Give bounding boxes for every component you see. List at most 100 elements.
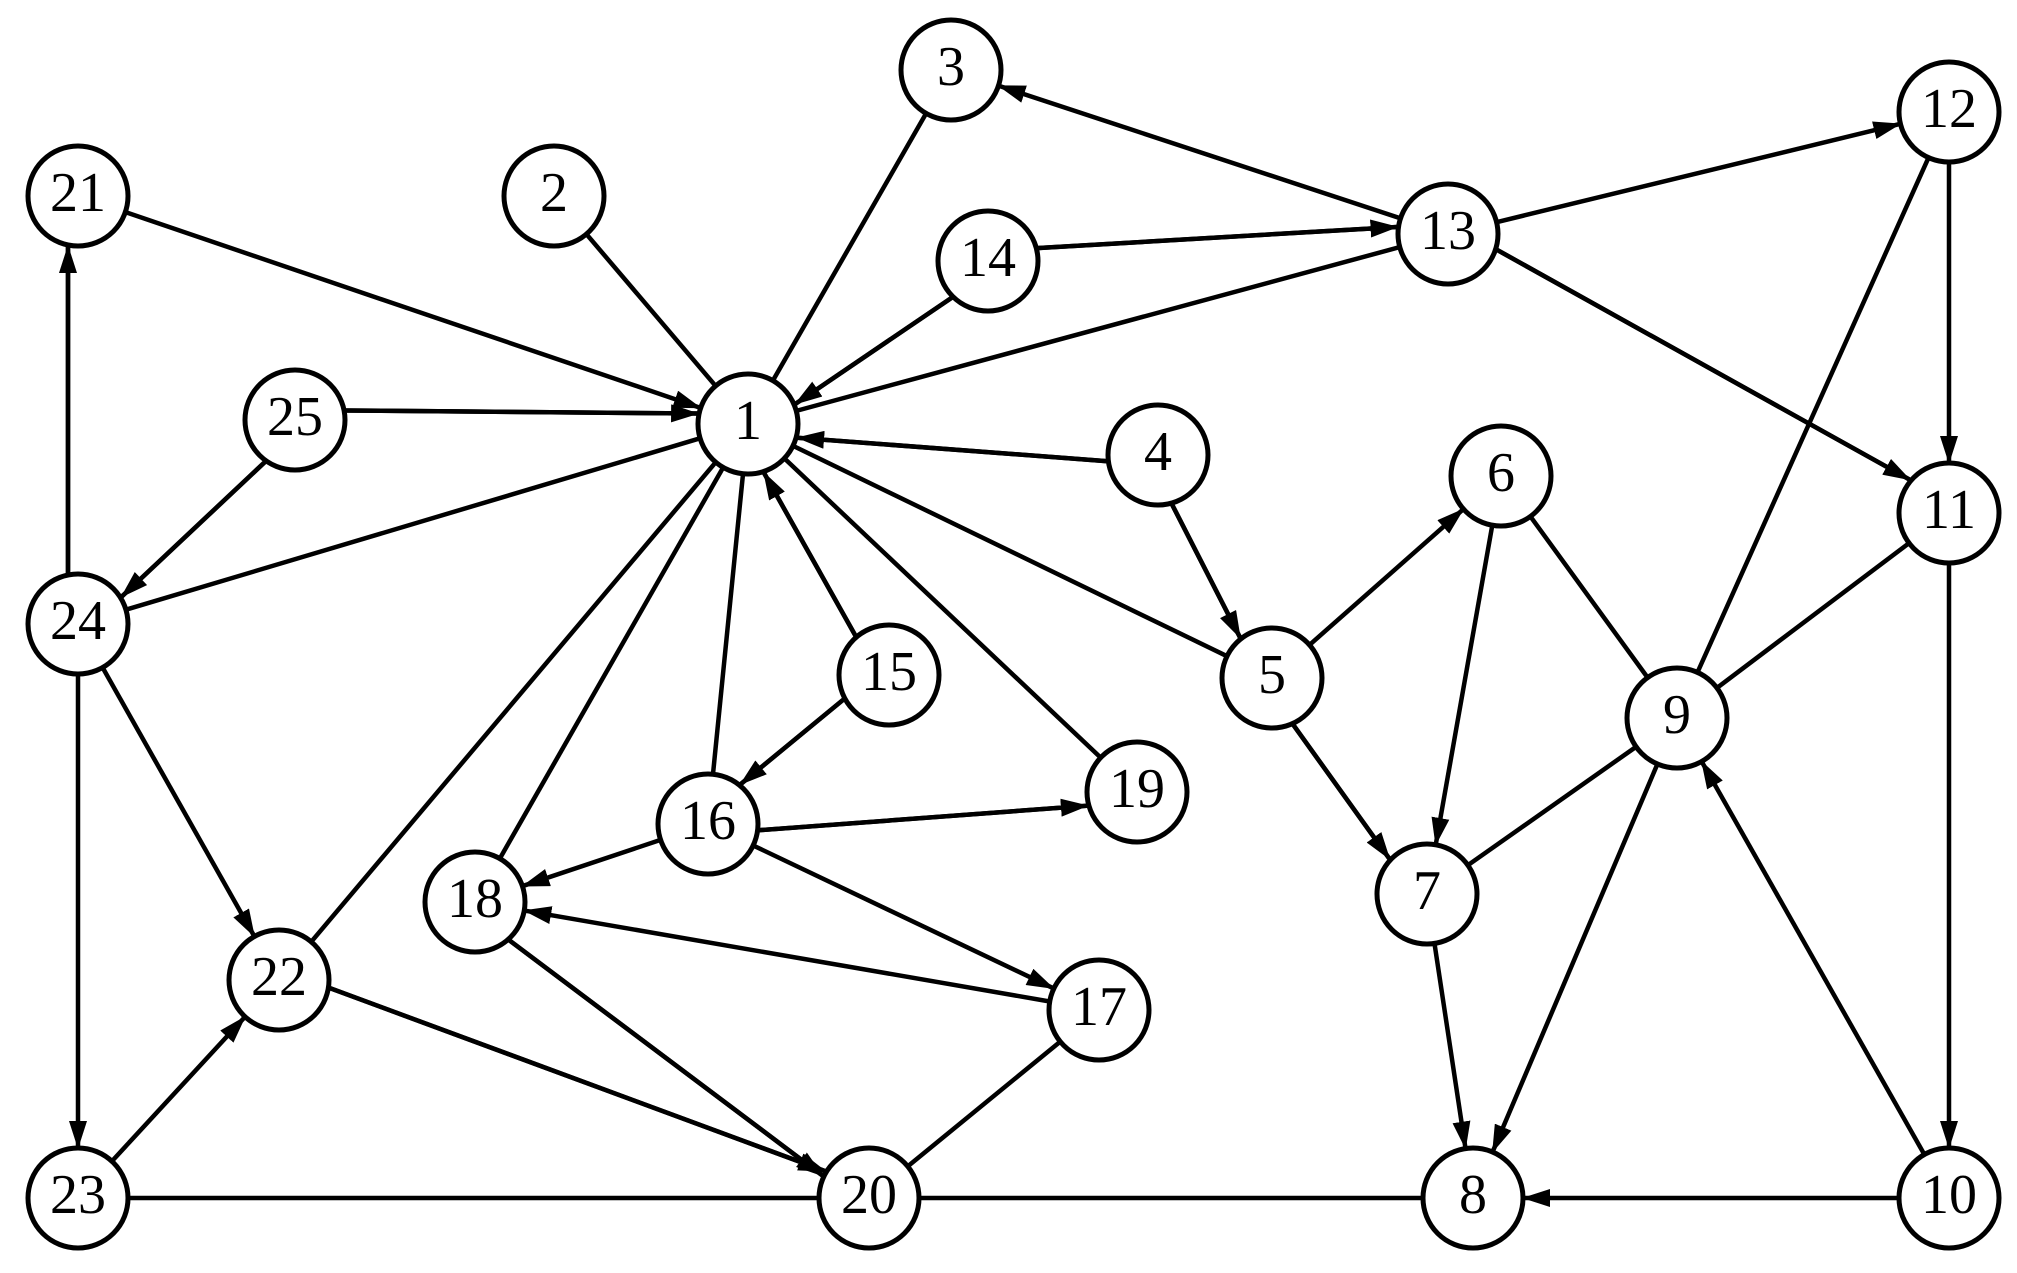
- edge-1-25: [346, 408, 699, 416]
- edge-23-22: [110, 1015, 247, 1163]
- node-label: 4: [1144, 421, 1172, 483]
- edge-5-4: [1170, 503, 1243, 640]
- node-circle: [1624, 665, 1730, 771]
- node-15: 15: [836, 622, 942, 728]
- edge-13-3: [997, 83, 1402, 221]
- edge-16-1: [710, 474, 746, 775]
- edge-1-14: [793, 296, 953, 407]
- node-20: 20: [816, 1145, 922, 1251]
- edge-13-14: [1038, 224, 1398, 251]
- edge-6-9: [1528, 515, 1649, 679]
- node-label: 15: [861, 641, 917, 703]
- edge-7-8: [1432, 943, 1471, 1150]
- node-17: 17: [1046, 957, 1152, 1063]
- node-label: 8: [1459, 1164, 1487, 1226]
- node-circle: [25, 571, 131, 677]
- node-circle: [1896, 460, 2002, 566]
- node-7: 7: [1374, 841, 1480, 947]
- node-19: 19: [1084, 739, 1190, 845]
- edge-19-16: [759, 803, 1089, 833]
- node-label: 20: [841, 1164, 897, 1226]
- node-circle: [422, 849, 528, 955]
- node-13: 13: [1395, 181, 1501, 287]
- edge-13-1: [796, 244, 1401, 413]
- node-circle: [695, 371, 801, 477]
- node-label: 22: [251, 946, 307, 1008]
- edge-6-7: [1431, 524, 1495, 846]
- edge-5-6: [1308, 508, 1465, 647]
- node-12: 12: [1896, 59, 2002, 165]
- node-circle: [1084, 739, 1190, 845]
- node-label: 24: [50, 590, 106, 652]
- node-label: 11: [1922, 479, 1976, 541]
- node-16: 16: [655, 771, 761, 877]
- edge-24-1: [125, 436, 700, 612]
- node-4: 4: [1105, 402, 1211, 508]
- node-circle: [226, 927, 332, 1033]
- edge-7-9: [1466, 745, 1637, 868]
- edge-9-12: [1695, 157, 1931, 674]
- node-label: 1: [734, 390, 762, 452]
- edge-20-18: [508, 938, 825, 1178]
- edge-21-1: [124, 209, 702, 410]
- node-circle: [501, 143, 607, 249]
- node-circle: [1374, 841, 1480, 947]
- node-circle: [1448, 423, 1554, 529]
- edge-1-3: [770, 113, 928, 382]
- edge-5-1: [792, 444, 1228, 659]
- edge-11-13: [1496, 248, 1912, 482]
- node-label: 21: [50, 162, 106, 224]
- node-22: 22: [226, 927, 332, 1033]
- node-circle: [1420, 1145, 1526, 1251]
- edge-17-20: [907, 1039, 1062, 1168]
- edges-layer: [59, 83, 1958, 1207]
- node-23: 23: [25, 1145, 131, 1251]
- edge-22-1: [309, 461, 717, 944]
- node-label: 12: [1921, 78, 1977, 140]
- node-label: 14: [960, 227, 1016, 289]
- node-label: 7: [1413, 860, 1441, 922]
- node-circle: [1219, 625, 1325, 731]
- node-3: 3: [898, 17, 1004, 123]
- node-circle: [25, 1145, 131, 1251]
- edge-9-11: [1715, 541, 1910, 690]
- node-10: 10: [1896, 1145, 2002, 1251]
- node-label: 16: [680, 790, 736, 852]
- node-label: 18: [447, 868, 503, 930]
- node-circle: [1105, 402, 1211, 508]
- edge-16-17: [752, 843, 1055, 991]
- node-14: 14: [935, 208, 1041, 314]
- edge-18-1: [497, 467, 725, 860]
- node-label: 23: [50, 1164, 106, 1226]
- edge-16-15: [738, 697, 845, 787]
- edge-2-1: [584, 232, 717, 387]
- node-8: 8: [1420, 1145, 1526, 1251]
- node-25: 25: [242, 367, 348, 473]
- edge-13-12: [1496, 121, 1902, 225]
- node-24: 24: [25, 571, 131, 677]
- edge-17-18: [523, 906, 1051, 1004]
- node-circle: [1896, 59, 2002, 165]
- edge-24-25: [119, 460, 267, 599]
- node-label: 25: [267, 386, 323, 448]
- node-circle: [1395, 181, 1501, 287]
- edge-20-22: [329, 986, 827, 1174]
- node-label: 3: [937, 36, 965, 98]
- node-circle: [836, 622, 942, 728]
- edge-15-1: [762, 471, 858, 638]
- edge-16-18: [521, 837, 662, 888]
- node-18: 18: [422, 849, 528, 955]
- node-9: 9: [1624, 665, 1730, 771]
- node-circle: [898, 17, 1004, 123]
- node-circle: [655, 771, 761, 877]
- edge-9-8: [1490, 763, 1660, 1153]
- node-circle: [816, 1145, 922, 1251]
- node-2: 2: [501, 143, 607, 249]
- node-circle: [1046, 957, 1152, 1063]
- node-label: 17: [1071, 976, 1127, 1038]
- node-label: 6: [1487, 442, 1515, 504]
- node-1: 1: [695, 371, 801, 477]
- edge-7-5: [1291, 723, 1392, 861]
- node-5: 5: [1219, 625, 1325, 731]
